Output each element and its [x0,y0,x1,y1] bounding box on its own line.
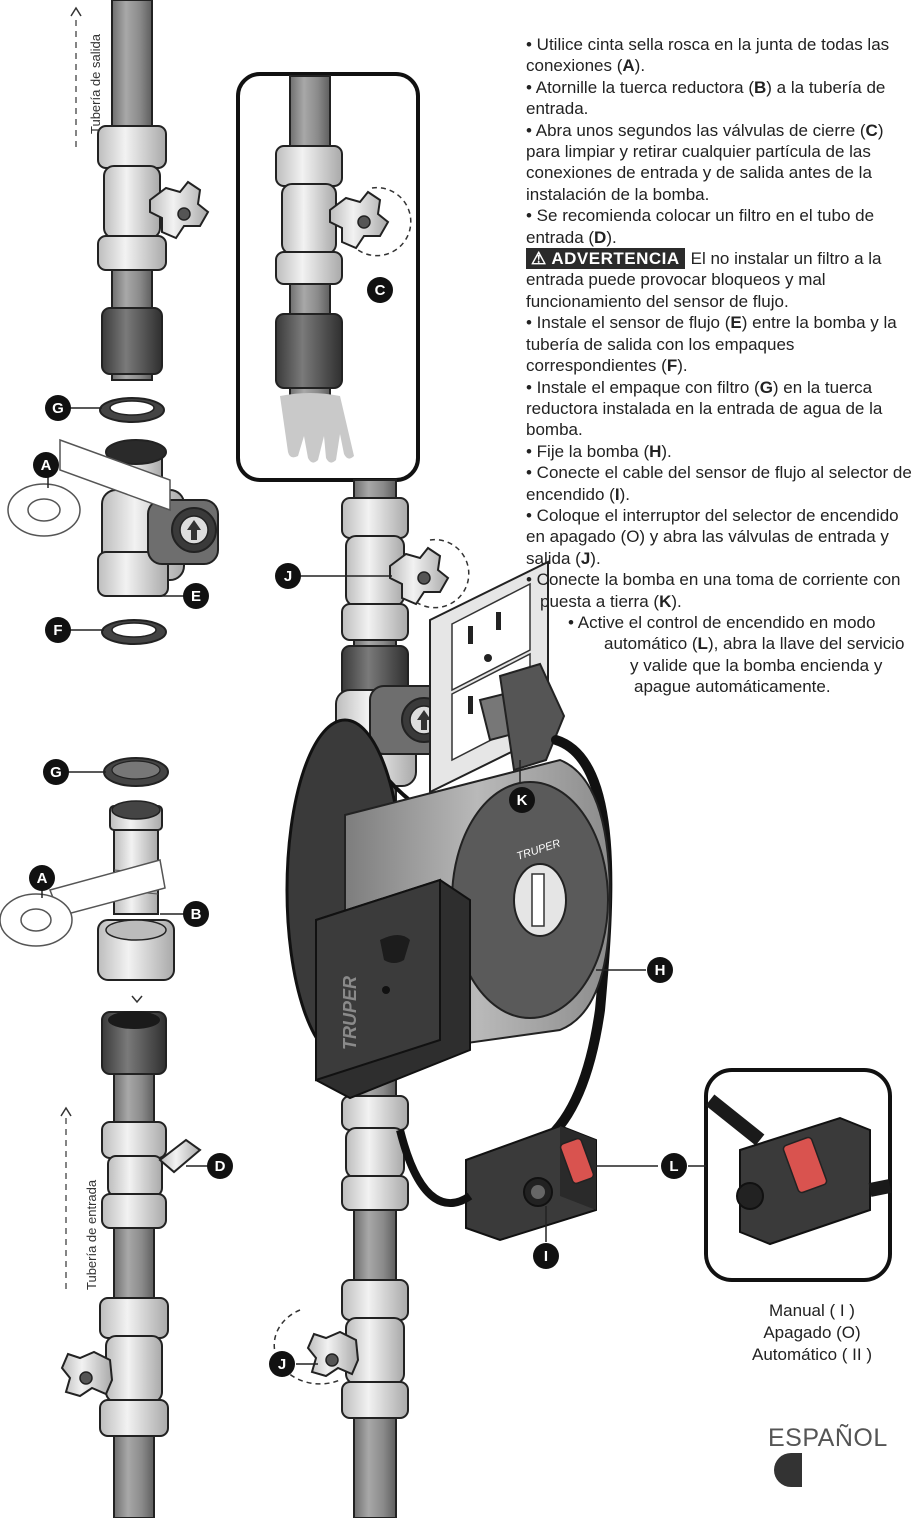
callout-a-bottom: A [29,865,55,891]
svg-text:F: F [53,622,62,639]
inset-valve-c [236,72,420,482]
callout-f-top: G [45,395,71,421]
svg-text:L: L [669,1158,678,1175]
inlet-pipe-label: Tubería de entrada [84,1179,99,1290]
step-plug-in: • Conecte la bomba en una toma de corrie… [526,570,901,611]
callout-d: D [207,1153,233,1179]
outlet-nut-lower [97,235,167,271]
step-teflon-tape: • Utilice cinta sella rosca en la junta … [526,35,890,76]
step-shutoff-valves: • Abra unos segundos las válvulas de cie… [526,120,884,204]
teflon-tape-a-top [7,438,171,537]
legend-auto: Automático ( II ) [752,1345,872,1364]
legend-manual: Manual ( I ) [769,1301,855,1320]
svg-text:A: A [37,870,48,887]
callout-k: K [509,787,535,813]
gasket-f-bottom [101,619,167,645]
svg-text:K: K [517,792,528,809]
step-activate: • Active el control de encendido en modo… [568,612,905,697]
callout-c: C [367,277,393,303]
warning-badge: ⚠ ADVERTENCIA [526,248,685,270]
svg-text:E: E [191,588,201,605]
outlet-pipe-assembly [97,0,210,381]
pump-box-brand: TRUPER [340,976,360,1050]
step-open-valves: • Coloque el interruptor del selector de… [526,505,899,568]
page-tab-icon [774,1453,802,1487]
outlet-direction-indicator [70,6,82,150]
switch-legend: Manual ( I ) Apagado (O) Automático ( II… [732,1300,892,1366]
svg-text:D: D [215,1158,226,1175]
inlet-pipe [113,1019,155,1518]
outlet-nut-upper [97,125,167,169]
callout-a-top: A [33,452,59,478]
power-cable-plug [378,662,613,1145]
filter-gasket-g [103,757,169,787]
callout-j-bottom: J [269,1351,295,1377]
installation-instructions: • Utilice cinta sella rosca en la junta … [526,34,912,698]
svg-text:H: H [655,962,666,979]
svg-text:C: C [375,282,386,299]
language-label: ESPAÑOL [768,1424,888,1452]
step-fix-pump: • Fije la bomba (H). [526,441,672,461]
step-filter-gasket: • Instale el empaque con filtro (G) en l… [526,377,883,440]
inlet-pipe-assembly [60,1011,202,1518]
gasket-f-top [99,397,165,423]
power-selector [396,1124,597,1242]
svg-text:B: B [191,906,202,923]
outlet-pipe-label: Tubería de salida [88,34,103,134]
callout-i: I [533,1243,559,1269]
callout-h: H [647,957,673,983]
svg-text:I: I [544,1248,548,1265]
step-sensor-cable: • Conecte el cable del sensor de flujo a… [526,463,912,504]
svg-text:J: J [284,568,292,585]
svg-text:G: G [50,764,62,781]
callout-l: L [661,1153,687,1179]
teflon-tape-a-bottom [0,859,166,947]
step-reducer-nut: • Atornille la tuerca reductora (B) a la… [526,77,886,119]
svg-text:G: G [52,400,64,417]
svg-text:J: J [278,1356,286,1373]
callout-j-top: J [275,563,301,589]
inlet-direction-indicator [60,1106,72,1290]
circulation-pump: TRUPER TRUPER [285,718,612,1100]
callout-g: G [43,759,69,785]
page-footer: ESPAÑOL [768,1424,912,1487]
step-flow-sensor: • Instale el sensor de flujo (E) entre l… [526,313,897,376]
inset-selector-l [704,1068,892,1282]
callout-b: B [183,901,209,927]
callout-e: E [183,583,209,609]
legend-off: Apagado (O) [763,1323,861,1342]
step-filter: • Se recomienda colocar un filtro en el … [526,206,875,247]
svg-text:A: A [41,457,52,474]
callout-f-bottom: F [45,617,71,643]
outlet-end-nut [101,307,163,375]
